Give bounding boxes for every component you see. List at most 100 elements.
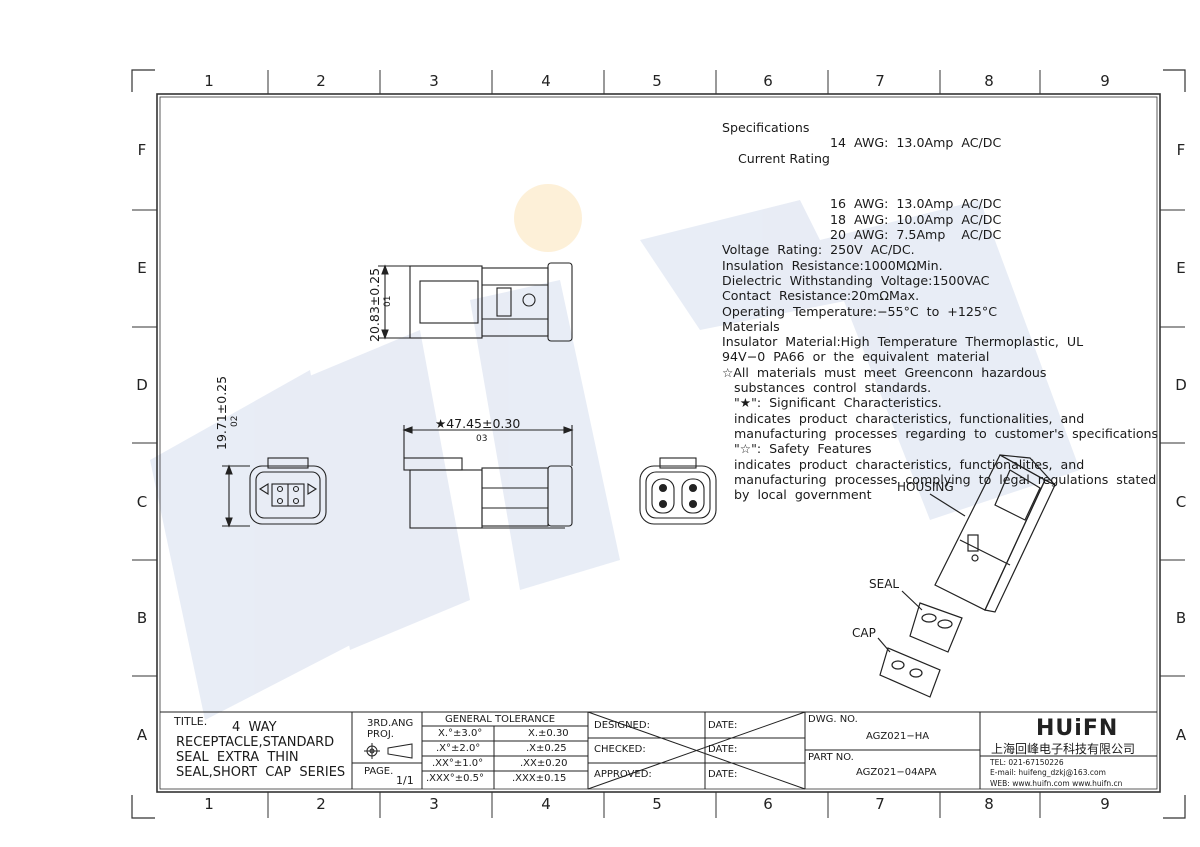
company-email: E-mail: huifeng_dzkj@163.com — [990, 768, 1106, 777]
spec-line: "☆": Safety Features — [722, 441, 872, 457]
zone-col-label: 8 — [984, 72, 994, 90]
zone-row-label: E — [1176, 259, 1186, 277]
zone-col-label: 2 — [316, 72, 326, 90]
specifications-notes: Specifications Current Rating 14 AWG: 13… — [722, 120, 1162, 502]
dimension-height-top: 20.83±0.25 — [367, 267, 382, 342]
tolerance-linear: .X±0.25 — [526, 743, 567, 754]
zone-col-label: 3 — [429, 795, 439, 813]
title-block-grid — [160, 711, 1157, 790]
dimension-tag: 01 — [383, 295, 393, 307]
callout-housing: HOUSING — [897, 480, 954, 494]
top-view-connector — [378, 262, 573, 342]
zone-col-label: 9 — [1100, 795, 1110, 813]
zone-col-label: 7 — [875, 72, 885, 90]
checked-date-label: DATE: — [708, 744, 738, 755]
projection-symbol-icon — [364, 743, 413, 759]
current-rating-value: 18 AWG: 10.0Amp AC/DC — [830, 211, 1002, 227]
title-line: RECEPTACLE,STANDARD — [176, 735, 335, 750]
designed-date-label: DATE: — [708, 720, 738, 731]
approved-date-label: DATE: — [708, 769, 738, 780]
zone-ticks — [132, 70, 1185, 818]
title-label: TITLE. — [174, 715, 208, 728]
zone-row-label: D — [1175, 376, 1187, 394]
spec-line: Insulator Material:High Temperature Ther… — [722, 334, 1084, 350]
page-label: PAGE. — [364, 766, 394, 777]
projection-label: 3RD.ANG PROJ. — [367, 718, 414, 740]
zone-row-label: A — [136, 726, 148, 744]
current-rating-label: Current Rating — [738, 150, 830, 166]
zone-col-label: 7 — [875, 795, 885, 813]
spec-line: Insulation Resistance:1000MΩMin. — [722, 257, 943, 273]
spec-line: indicates product characteristics, funct… — [722, 456, 1085, 472]
zone-row-label: C — [136, 493, 148, 511]
spec-line: Voltage Rating: 250V AC/DC. — [722, 242, 915, 258]
tolerance-linear: .XX±0.20 — [520, 758, 568, 769]
end-view-connector — [222, 457, 327, 528]
zone-col-label: 6 — [763, 72, 773, 90]
company-tel: TEL: 021-67150226 — [990, 758, 1064, 767]
title-line: SEAL,SHORT CAP SERIES — [176, 765, 346, 780]
tolerance-linear: X.±0.30 — [528, 728, 569, 739]
zone-col-label: 6 — [763, 795, 773, 813]
company-web: WEB: www.huifn.com www.huifn.cn — [990, 779, 1123, 788]
tolerance-angular: .XXX°±0.5° — [426, 773, 485, 784]
zone-col-label: 1 — [204, 795, 214, 813]
zone-col-label: 8 — [984, 795, 994, 813]
tolerance-linear: .XXX±0.15 — [512, 773, 567, 784]
tolerance-angular: .XX°±1.0° — [432, 758, 484, 769]
tolerance-heading: GENERAL TOLERANCE — [445, 714, 556, 725]
zone-col-label: 4 — [541, 72, 551, 90]
checked-label: CHECKED: — [594, 744, 646, 755]
spec-line: Operating Temperature:−55°C to +125°C — [722, 303, 997, 319]
specifications-heading: Specifications — [722, 120, 810, 135]
spec-line: substances control standards. — [722, 380, 932, 396]
side-view-connector — [402, 425, 574, 529]
spec-line: manufacturing processes regarding to cus… — [722, 425, 1159, 441]
mating-face-view — [639, 457, 717, 525]
title-line: 4 WAY — [232, 720, 277, 735]
designed-label: DESIGNED: — [594, 720, 650, 731]
isometric-exploded-view — [877, 454, 1056, 698]
zone-row-label: E — [137, 259, 147, 277]
zone-col-label: 5 — [652, 795, 662, 813]
approved-label: APPROVED: — [594, 769, 652, 780]
title-line: SEAL EXTRA THIN — [176, 750, 299, 765]
dimension-tag: 03 — [476, 434, 488, 444]
spec-line: 94V−0 PA66 or the equivalent material — [722, 349, 990, 365]
zone-row-label: D — [136, 376, 148, 394]
zone-col-label: 2 — [316, 795, 326, 813]
page-value: 1/1 — [396, 774, 414, 787]
zone-col-label: 4 — [541, 795, 551, 813]
dwg-no-value: AGZ021−HA — [866, 731, 930, 742]
part-no-label: PART NO. — [808, 752, 854, 763]
spec-line: by local government — [722, 487, 872, 503]
dimension-tag: 02 — [230, 415, 240, 427]
tolerance-angular: X.°±3.0° — [438, 728, 483, 739]
spec-line: Materials — [722, 318, 780, 334]
zone-row-label: A — [1175, 726, 1187, 744]
dimension-height-end: 19.71±0.25 — [214, 375, 229, 450]
dwg-no-label: DWG. NO. — [808, 714, 858, 725]
zone-row-label: B — [136, 609, 148, 627]
zone-col-label: 9 — [1100, 72, 1110, 90]
dimension-length: ★47.45±0.30 — [435, 416, 521, 431]
spec-line: manufacturing processes complying to leg… — [722, 471, 1157, 487]
zone-col-label: 5 — [652, 72, 662, 90]
spec-line: "★": Significant Characteristics. — [722, 395, 942, 411]
spec-line: indicates product characteristics, funct… — [722, 410, 1085, 426]
current-rating-value: 20 AWG: 7.5Amp AC/DC — [830, 227, 1002, 243]
company-logo: HUiFN — [1036, 716, 1119, 741]
callout-cap: CAP — [852, 626, 876, 640]
spec-line: Dielectric Withstanding Voltage:1500VAC — [722, 272, 990, 288]
zone-row-label: F — [137, 141, 147, 159]
zone-row-label: B — [1175, 609, 1187, 627]
company-name: 上海回峰电子科技有限公司 — [991, 742, 1136, 756]
zone-col-label: 1 — [204, 72, 214, 90]
part-no-value: AGZ021−04APA — [856, 767, 937, 778]
spec-line: Contact Resistance:20mΩMax. — [722, 288, 920, 304]
zone-col-label: 3 — [429, 72, 439, 90]
callout-seal: SEAL — [869, 577, 900, 591]
current-rating-value: 16 AWG: 13.0Amp AC/DC — [830, 196, 1002, 212]
zone-row-label: F — [1176, 141, 1186, 159]
